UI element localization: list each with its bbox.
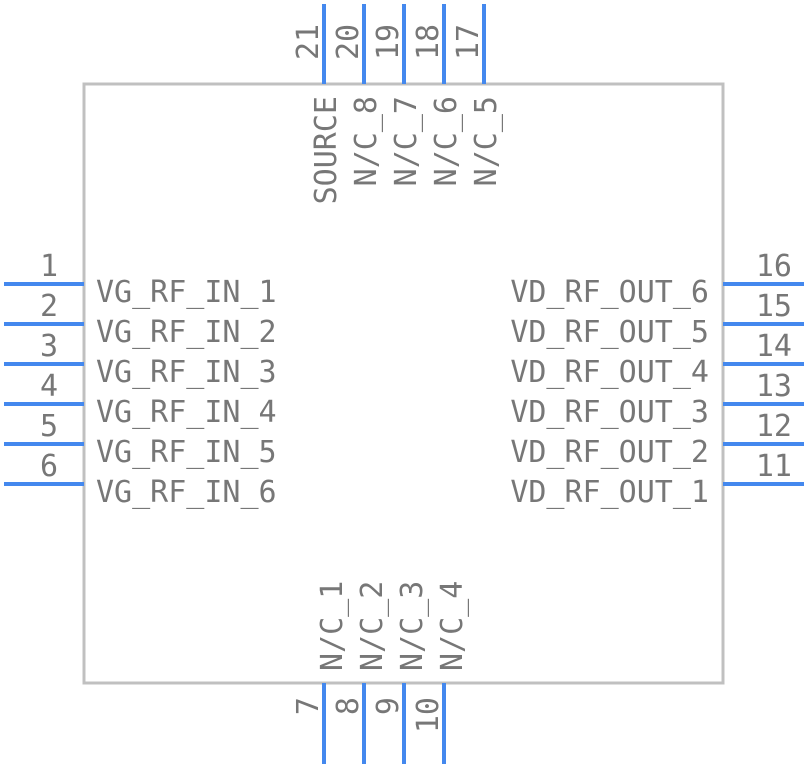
pin-name: N/C_5: [469, 96, 504, 186]
pin-name: VD_RF_OUT_2: [510, 435, 709, 470]
pin-name: VD_RF_OUT_4: [510, 355, 709, 390]
pin-name: N/C_6: [429, 96, 464, 186]
pin-name: VD_RF_OUT_6: [510, 275, 709, 310]
pin-number: 16: [756, 249, 792, 284]
pin-number: 15: [756, 289, 792, 324]
pin-number: 3: [40, 329, 58, 364]
pin-number: 19: [371, 24, 406, 60]
pin-name: VG_RF_IN_4: [96, 395, 277, 430]
pin-name: N/C_7: [389, 96, 424, 186]
pin-name: N/C_3: [395, 581, 430, 671]
pin-name: N/C_1: [315, 581, 350, 671]
pin-number: 14: [756, 329, 792, 364]
pin-number: 20: [331, 24, 366, 60]
left-pins: 1VG_RF_IN_1 2VG_RF_IN_2 3VG_RF_IN_3 4VG_RF_…: [4, 249, 277, 510]
pin-name: N/C_8: [349, 96, 384, 186]
pin-number: 13: [756, 369, 792, 404]
pin-number: 6: [40, 449, 58, 484]
pin-name: VG_RF_IN_2: [96, 315, 277, 350]
pin-name: VG_RF_IN_6: [96, 475, 277, 510]
pin-name: N/C_4: [435, 581, 470, 671]
pin-name: VD_RF_OUT_5: [510, 315, 709, 350]
pin-name: VG_RF_IN_5: [96, 435, 277, 470]
pin-number: 4: [40, 369, 58, 404]
pin-number: 9: [371, 697, 406, 715]
pin-name: VD_RF_OUT_3: [510, 395, 709, 430]
pin-name: VD_RF_OUT_1: [510, 475, 709, 510]
pin-number: 2: [40, 289, 58, 324]
pin-name: SOURCE: [309, 96, 344, 204]
pin-number: 1: [40, 249, 58, 284]
pin-number: 8: [331, 697, 366, 715]
pin-number: 10: [411, 697, 446, 733]
pin-number: 5: [40, 409, 58, 444]
pin-number: 21: [291, 24, 326, 60]
bottom-pins: 7 N/C_1 8 N/C_2 9 N/C_3 10 N/C_4: [291, 581, 470, 764]
pin-number: 12: [756, 409, 792, 444]
pin-number: 7: [291, 697, 326, 715]
pin-name: N/C_2: [355, 581, 390, 671]
pin-name: VG_RF_IN_3: [96, 355, 277, 390]
pin-number: 11: [756, 449, 792, 484]
pin-number: 17: [451, 24, 486, 60]
pin-name: VG_RF_IN_1: [96, 275, 277, 310]
pin-number: 18: [411, 24, 446, 60]
